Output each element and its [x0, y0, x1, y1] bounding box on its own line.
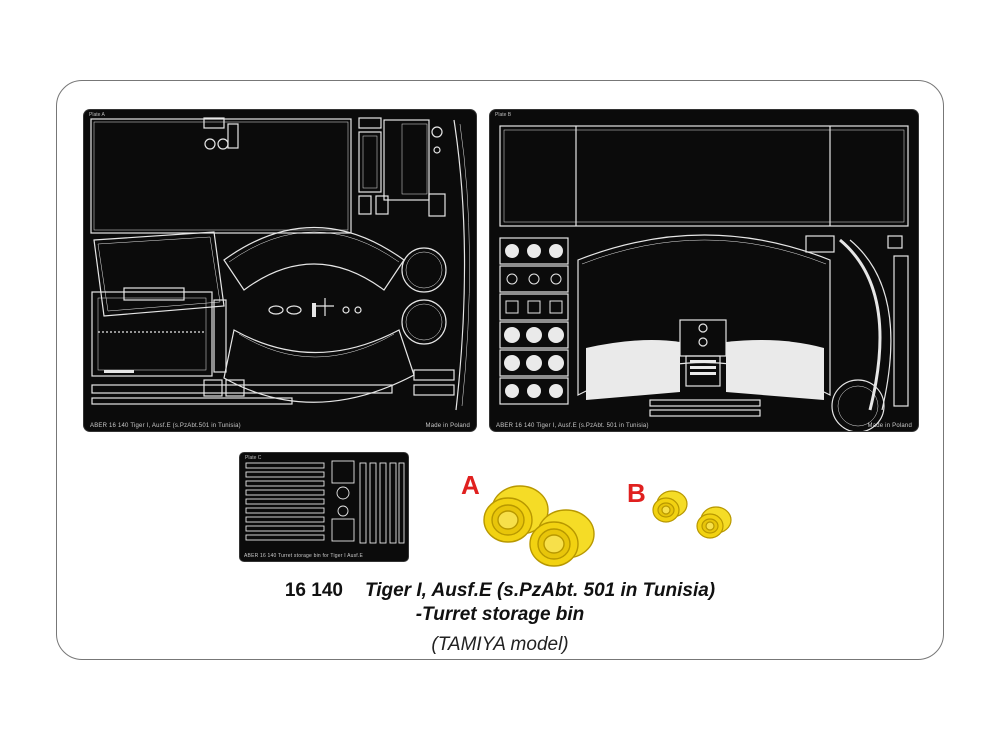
fret-1-origin: Made in Poland	[425, 423, 470, 429]
resin-bins-a	[483, 485, 595, 567]
product-title-line: 16 140 Tiger I, Ausf.E (s.PzAbt. 501 in T…	[0, 580, 1000, 602]
fret-2-parts	[499, 125, 909, 431]
product-model-note: (TAMIYA model)	[431, 634, 569, 655]
product-subtitle: -Turret storage bin	[415, 604, 585, 625]
photo-etch-fret-2: Plate B	[490, 110, 918, 431]
fret-2-origin: Made in Poland	[867, 423, 912, 429]
product-title: Tiger I, Ausf.E (s.PzAbt. 501 in Tunisia…	[364, 580, 716, 601]
fret-1-parts	[90, 117, 470, 411]
fret-3-plate-label: Plate C	[245, 455, 262, 461]
photo-etch-fret-3: Plate C ABER 16 140 Turret storage bin f…	[240, 453, 408, 561]
fret-3-parts	[245, 460, 405, 544]
fret-2-plate-label: Plate B	[495, 112, 512, 118]
photo-etch-fret-1: Plate A	[84, 110, 476, 431]
resin-part-a-letter: A	[461, 470, 480, 500]
product-number: 16 140	[284, 580, 343, 601]
fret-1-caption: ABER 16 140 Tiger I, Ausf.E (s.PzAbt.501…	[90, 423, 241, 429]
resin-bins-b	[652, 490, 732, 539]
resin-part-b-letter: B	[627, 478, 646, 508]
fret-2-caption: ABER 16 140 Tiger I, Ausf.E (s.PzAbt. 50…	[496, 423, 649, 429]
fret-1-plate-label: Plate A	[89, 112, 105, 118]
fret-3-caption: ABER 16 140 Turret storage bin for Tiger…	[244, 553, 364, 559]
